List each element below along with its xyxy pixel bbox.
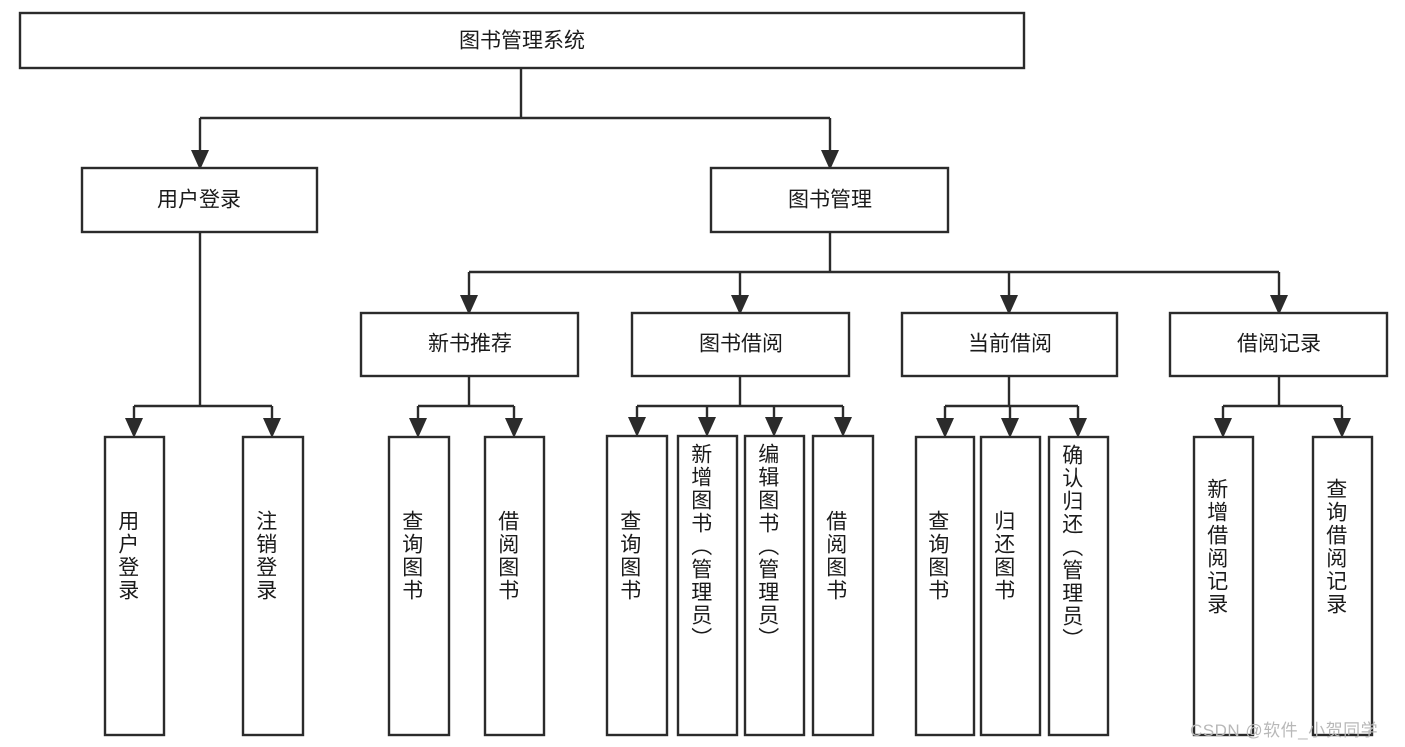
node-box-borrow-record[interactable] (1168, 311, 1389, 378)
node-box-leaf-query-book-recommend[interactable] (387, 435, 451, 737)
arrow-to-leaf-edit-book-admin-icon (765, 417, 783, 437)
arrow-to-leaf-borrow-book-recommend-icon (505, 418, 523, 438)
arrow-to-leaf-user-login-icon (125, 418, 143, 438)
node-box-new-book-recommend[interactable] (359, 311, 580, 378)
arrow-to-user-login-icon (191, 150, 209, 170)
arrow-to-leaf-query-borrow-record-icon (1333, 418, 1351, 438)
node-box-leaf-add-book-admin[interactable] (676, 434, 739, 737)
node-box-leaf-borrow-book[interactable] (811, 434, 875, 737)
edges-currentborrow-to-leaves (936, 376, 1087, 438)
node-box-leaf-borrow-book-recommend[interactable] (483, 435, 546, 737)
node-label-user-login: 用户登录 (157, 189, 241, 212)
node-label-borrow-record: 借阅记录 (1237, 333, 1321, 356)
edges-newbook-to-leaves (409, 376, 523, 438)
arrow-to-book-borrow-icon (731, 295, 749, 315)
edges-root-to-level2 (191, 68, 839, 170)
node-box-leaf-confirm-return-admin[interactable] (1047, 435, 1110, 737)
edges-borrowrecord-to-leaves (1214, 376, 1351, 438)
node-label-root: 图书管理系统 (459, 30, 585, 53)
node-box-leaf-logout-login[interactable] (241, 435, 305, 737)
node-box-leaf-query-book-current[interactable] (914, 435, 976, 737)
node-box-user-login[interactable] (80, 166, 319, 234)
csdn-watermark: CSDN @软件_小贺同学 (1190, 721, 1379, 740)
node-box-book-borrow[interactable] (630, 311, 851, 378)
node-box-root[interactable] (18, 11, 1026, 70)
node-box-leaf-user-login[interactable] (103, 435, 166, 737)
arrow-to-book-management-icon (821, 150, 839, 170)
arrow-to-leaf-query-book-borrow-icon (628, 417, 646, 437)
node-box-leaf-query-borrow-record[interactable] (1311, 435, 1374, 737)
arrow-to-new-book-recommend-icon (460, 295, 478, 315)
node-box-leaf-edit-book-admin[interactable] (743, 434, 806, 737)
edges-userlogin-to-leaves (125, 232, 281, 438)
arrow-to-leaf-logout-login-icon (263, 418, 281, 438)
arrow-to-leaf-add-book-admin-icon (698, 417, 716, 437)
node-label-book-management: 图书管理 (788, 189, 872, 212)
arrow-to-leaf-return-book-icon (1001, 418, 1019, 438)
arrow-to-leaf-confirm-return-admin-icon (1069, 418, 1087, 438)
edges-bookmgmt-to-level3 (460, 232, 1288, 315)
arrow-to-leaf-query-book-recommend-icon (409, 418, 427, 438)
arrow-to-current-borrow-icon (1000, 295, 1018, 315)
arrow-to-leaf-add-borrow-record-icon (1214, 418, 1232, 438)
node-box-leaf-return-book[interactable] (979, 435, 1042, 737)
node-box-current-borrow[interactable] (900, 311, 1119, 378)
node-label-current-borrow: 当前借阅 (968, 333, 1052, 356)
node-label-book-borrow: 图书借阅 (699, 333, 783, 356)
edges-bookborrow-to-leaves (628, 376, 852, 437)
node-label-new-book-recommend: 新书推荐 (428, 333, 512, 356)
arrow-to-leaf-borrow-book-icon (834, 417, 852, 437)
arrow-to-borrow-record-icon (1270, 295, 1288, 315)
node-box-leaf-query-book-borrow[interactable] (605, 434, 669, 737)
arrow-to-leaf-query-book-current-icon (936, 418, 954, 438)
node-box-book-management[interactable] (709, 166, 950, 234)
node-box-leaf-add-borrow-record[interactable] (1192, 435, 1255, 737)
